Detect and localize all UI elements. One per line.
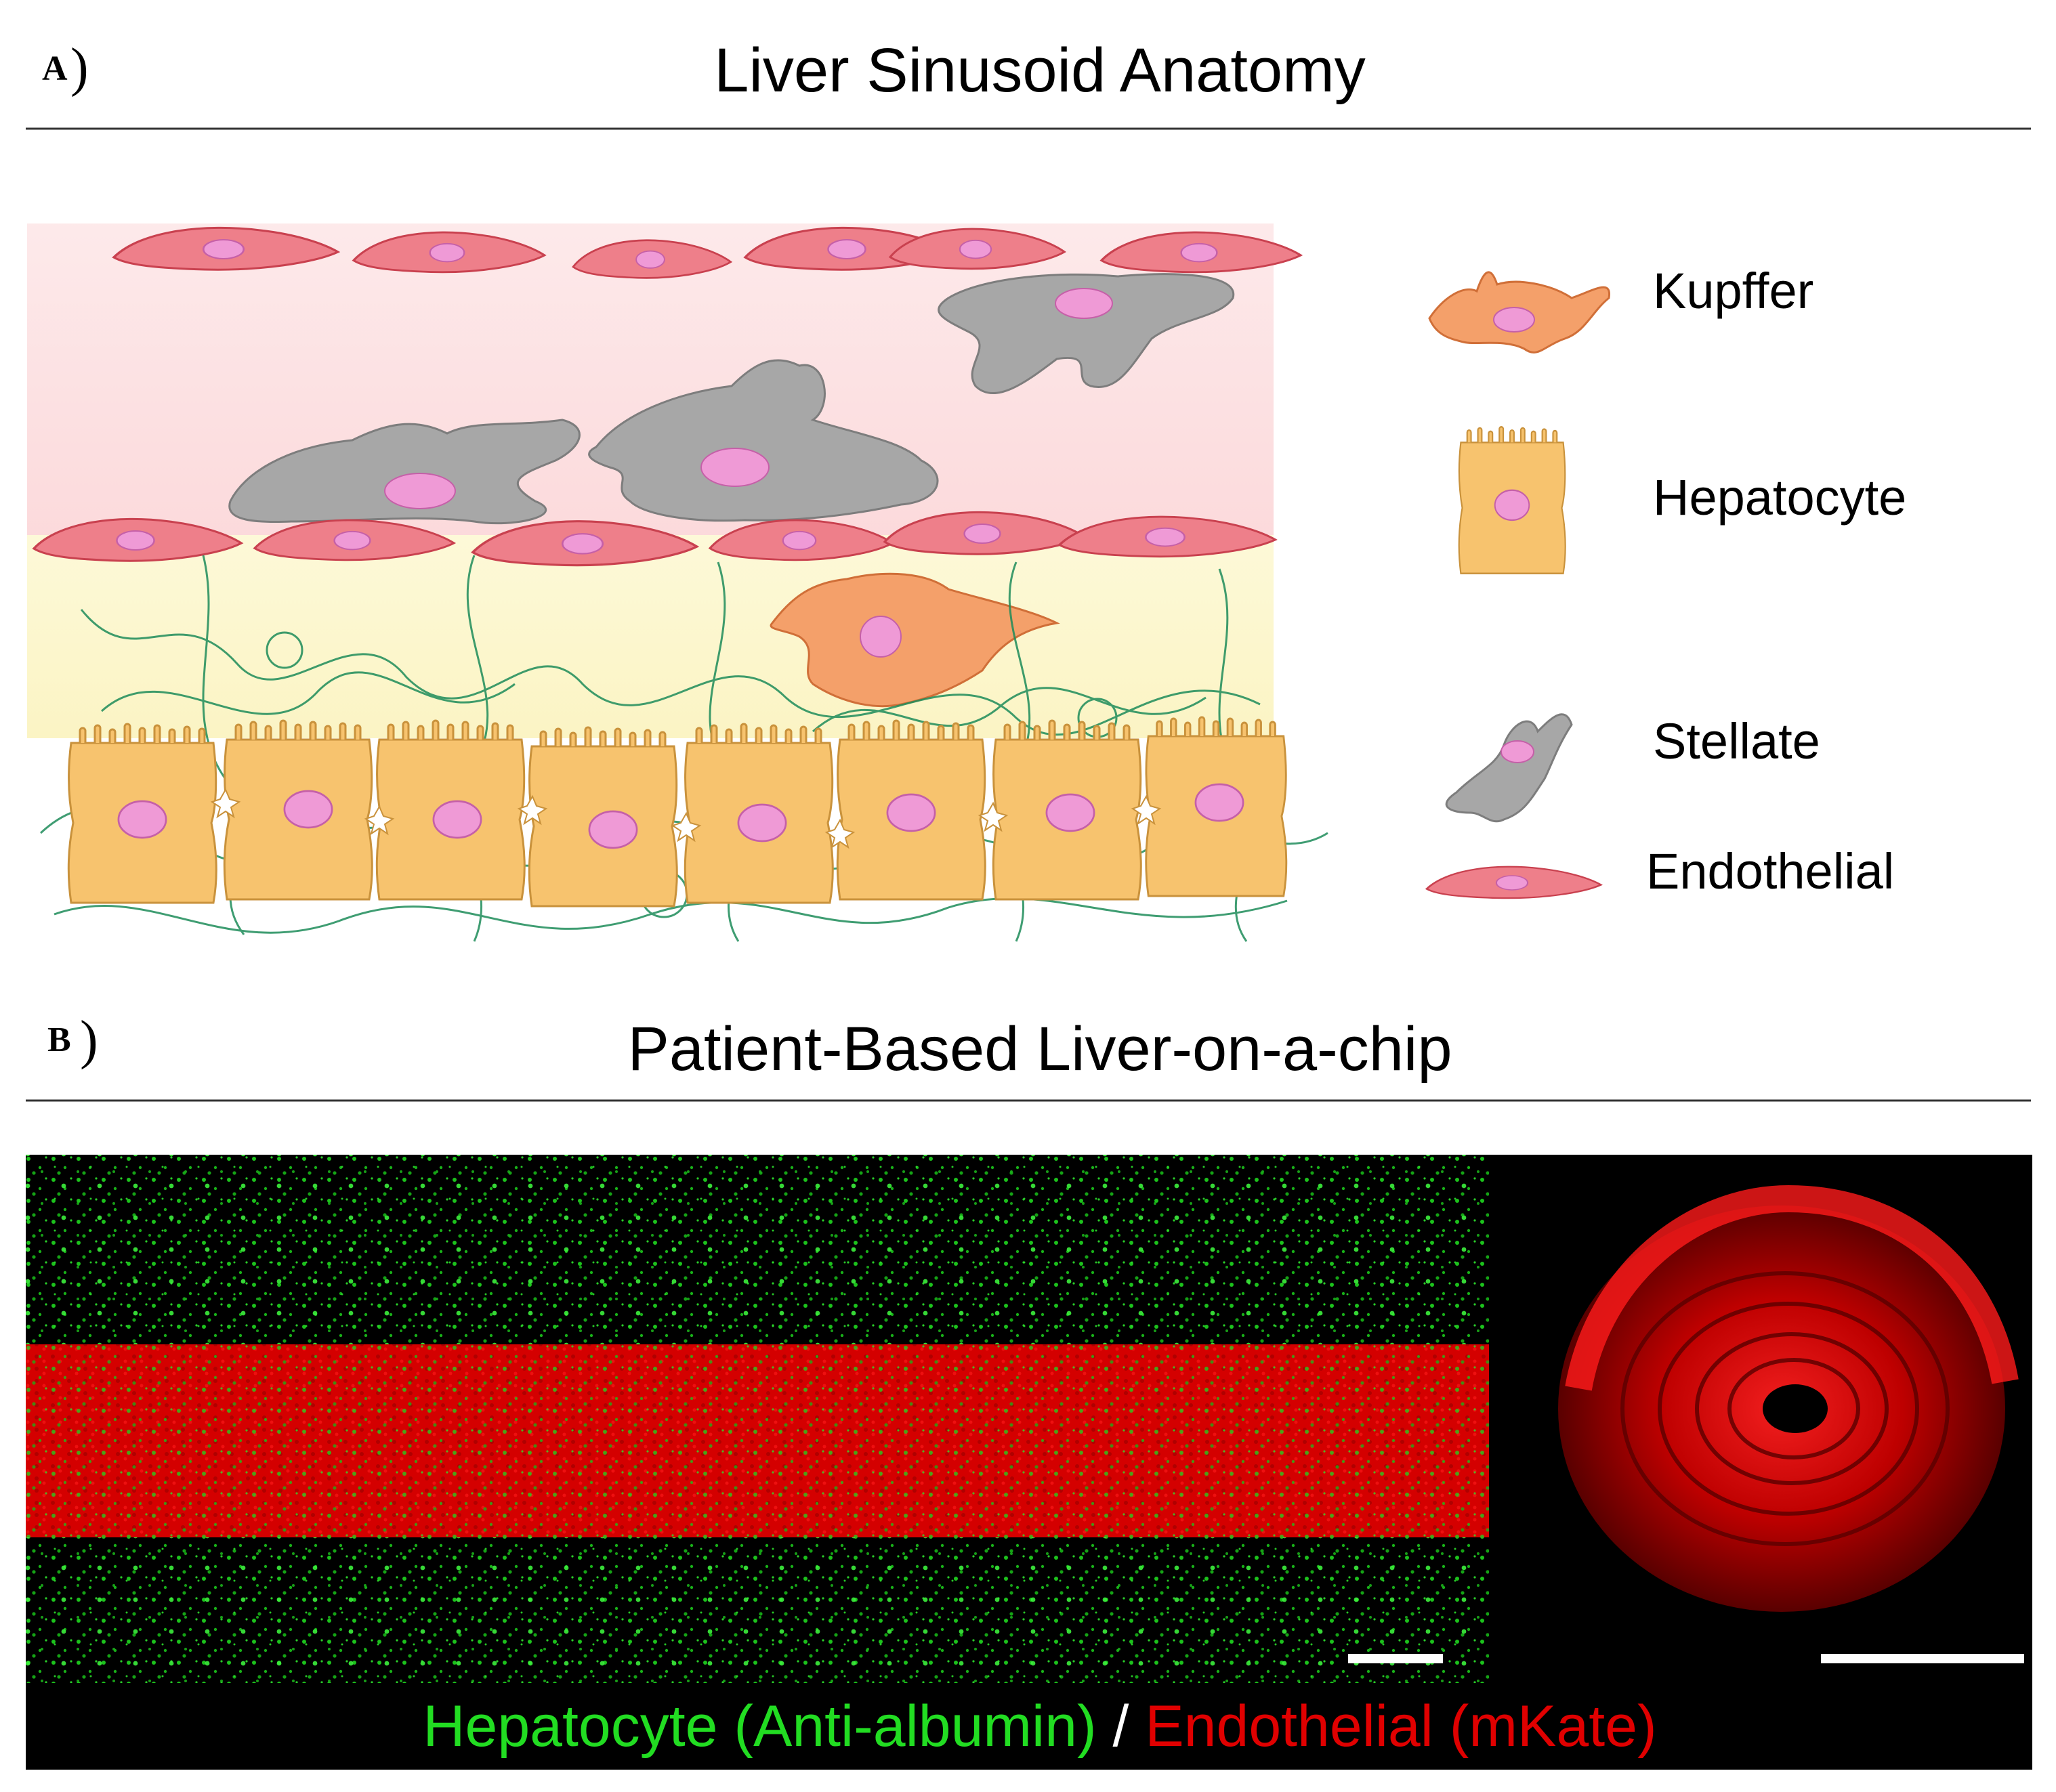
space-of-disse: [27, 535, 1274, 738]
scale-bar-left: [1348, 1654, 1443, 1663]
bile-canaliculi: [210, 788, 1162, 849]
panel-b-letter: B: [47, 1021, 71, 1059]
hepatocyte-cell: [992, 719, 1142, 901]
panel-a-title: Liver Sinusoid Anatomy: [714, 36, 1365, 105]
caption-separator: /: [1097, 1694, 1146, 1759]
panel-b-paren: ): [80, 1010, 98, 1070]
micrograph-top-view: [26, 1155, 1489, 1683]
hepatocyte-cell: [67, 723, 217, 904]
legend-label-hepatocyte: Hepatocyte: [1653, 469, 1906, 526]
legend-item-hepatocyte: Hepatocyte: [1458, 426, 1906, 574]
hepatocyte-cell: [375, 719, 526, 901]
caption-green: Hepatocyte (Anti-albumin): [423, 1694, 1096, 1759]
hepatocyte-cell: [684, 723, 834, 904]
legend-item-stellate: Stellate: [1445, 713, 1820, 823]
legend-item-kupffer: Kupffer: [1428, 263, 1813, 354]
kupffer-cell: [770, 572, 1060, 708]
caption-strip: [26, 1683, 2032, 1770]
legend-label-kupffer: Kupffer: [1653, 263, 1813, 319]
legend-label-stellate: Stellate: [1653, 713, 1820, 769]
kupffer-cell-icon: [1428, 271, 1610, 354]
channel-caption: Hepatocyte (Anti-albumin) / Endothelial …: [423, 1694, 1656, 1759]
panel-b: B ) Patient-Based Liver-on-a-chip: [26, 1010, 2032, 1770]
scale-bar-right: [1821, 1654, 2024, 1663]
hepatocyte-cell: [1145, 716, 1288, 897]
panel-a: A ) Liver Sinusoid Anatomy: [26, 36, 2031, 942]
panel-a-paren: ): [70, 38, 89, 98]
legend-item-endothelial: Endothelial: [1425, 843, 1894, 899]
panel-b-title: Patient-Based Liver-on-a-chip: [627, 1015, 1452, 1084]
panel-a-letter: A: [42, 49, 68, 88]
endothelial-cell-icon: [1425, 866, 1602, 899]
vessel-lumen: [1763, 1384, 1828, 1433]
legend: Kupffer Hepatocyte Stellate: [1425, 263, 1906, 899]
hepatocyte-cell: [836, 719, 986, 901]
caption-red: Endothelial (mKate): [1145, 1694, 1656, 1759]
micrograph-cross-section: [1489, 1155, 2032, 1683]
hepatocyte-cell: [223, 719, 373, 901]
hepatocyte-row: [67, 716, 1288, 908]
legend-label-endothelial: Endothelial: [1646, 843, 1894, 899]
stellate-cell-icon: [1445, 713, 1573, 823]
hepatocyte-cell: [528, 726, 678, 908]
hepatocyte-cell-icon: [1458, 426, 1566, 574]
stellate-cells: [228, 273, 1235, 525]
